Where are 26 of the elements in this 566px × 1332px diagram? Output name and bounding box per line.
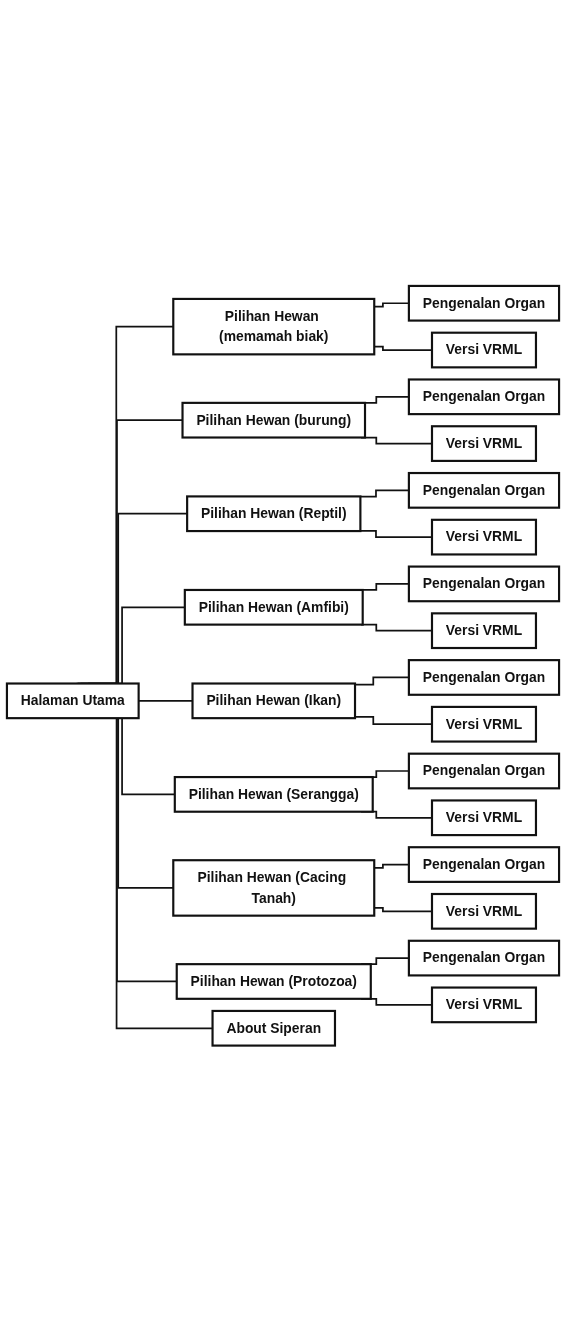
node-box: Pilihan Hewan (burung) [181,402,367,439]
node-box: About Siperan [211,1010,337,1047]
node-box: Versi VRML [430,893,538,930]
node-box: Pilihan Hewan (Reptil) [186,495,362,533]
node-box: Pilihan Hewan (Cacing Tanah) [172,859,376,917]
node-box: Versi VRML [430,331,538,369]
node-box: Pengenalan Organ [407,565,561,603]
node-box: Pilihan Hewan (Protozoa) [175,963,372,1001]
node-box: Pengenalan Organ [407,752,561,790]
node-box: Pilihan Hewan (memamah biak) [172,298,376,356]
node-box: Versi VRML [430,425,538,463]
node-box: Versi VRML [430,612,538,650]
node-box: Pengenalan Organ [407,285,561,322]
node-box: Pengenalan Organ [407,472,561,509]
node-box: Pengenalan Organ [407,939,561,977]
node-box: Pilihan Hewan (Amfibi) [183,589,364,626]
node-box: Versi VRML [430,706,538,743]
node-box: Versi VRML [430,518,538,556]
node-box: Pengenalan Organ [407,378,561,416]
node-box: Pilihan Hewan (Serangga) [173,776,374,814]
node-box: Halaman Utama [5,682,140,720]
node-box: Pilihan Hewan (Ikan) [191,682,357,720]
node-box: Versi VRML [430,986,538,1024]
node-box: Pengenalan Organ [407,846,561,884]
node-box: Pengenalan Organ [407,659,561,697]
node-box: Versi VRML [430,799,538,837]
